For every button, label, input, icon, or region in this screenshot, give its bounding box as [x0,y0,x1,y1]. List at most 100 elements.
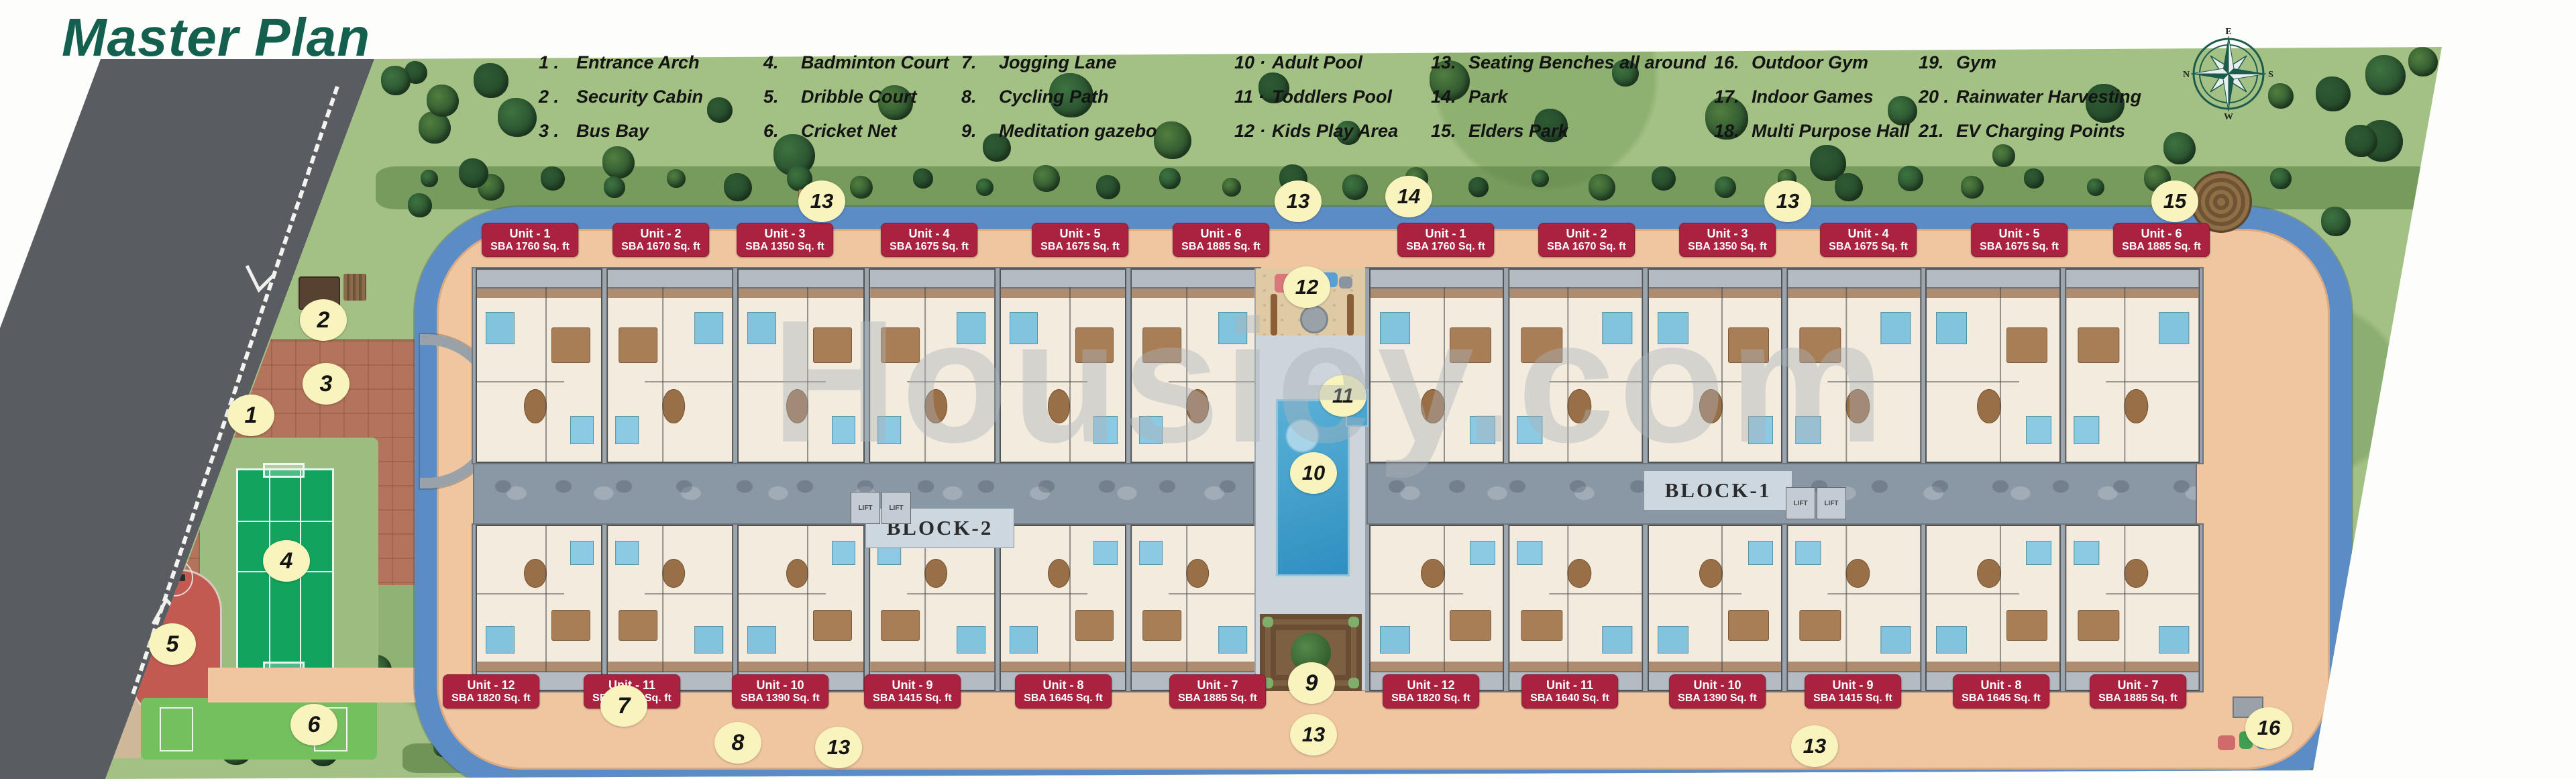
legend-item-number: 15. [1431,121,1456,141]
apartment-unit [2064,268,2200,463]
legend-item-number: 16. [1714,52,1739,72]
cricket-net-frame [160,707,193,751]
tree-icon [2345,125,2377,157]
tree-icon [1468,177,1489,197]
legend-item-label: Jogging Lane [999,52,1117,72]
unit-number: Unit - 4 [908,227,950,240]
legend-item: 14.Park [1431,87,1508,107]
tree-icon [1033,165,1060,192]
apartment-unit [606,525,734,691]
legend-item: 12 ·Kids Play Area [1234,121,1398,142]
tree-icon [850,176,873,199]
tree-icon [1336,121,1360,145]
map-marker-9: 9 [1288,662,1335,704]
swing [1347,294,1354,335]
map-marker-2: 2 [300,299,347,341]
unit-sba: SBA 1885 Sq. ft [2098,692,2178,704]
apartment-unit [1647,525,1782,691]
map-marker-1: 1 [227,395,274,436]
legend-item: 13. Seating Benches all around [1431,52,1706,73]
tree-icon [541,166,565,191]
legend-item-label: Seating Benches all around [1468,52,1707,72]
legend-item: 6.Cricket Net [763,121,897,142]
map-marker-11: 11 [1320,375,1366,417]
legend-item: 16. Outdoor Gym [1714,52,1868,73]
legend-item-number: 11 · [1234,87,1265,107]
apartment-unit [999,268,1126,463]
map-marker-4: 4 [263,540,310,582]
shrub [1348,617,1359,627]
tree-icon [1715,176,1736,198]
lift-room: LIFT [881,492,911,524]
tree-icon [1835,173,1863,201]
tree-icon [1430,60,1470,101]
tree-icon [1992,144,2015,167]
legend-item-label: Park [1468,87,1508,107]
map-marker-8: 8 [714,722,761,764]
tree-icon [1154,121,1191,159]
legend-item-label: Multi Purpose Hall [1752,121,1910,141]
apartment-unit [1130,268,1257,463]
apartment-unit [476,268,603,463]
tree-icon [2268,83,2294,109]
unit-sba: SBA 1885 Sq. ft [1181,240,1260,252]
tree-icon [459,158,488,188]
legend-item: 8.Cycling Path [961,87,1109,107]
apartment-unit [1925,268,2061,463]
legend-item: 17.Indoor Games [1714,87,1874,107]
legend-item: 19.Gym [1919,52,1996,73]
tree-icon [724,173,752,201]
court-goal-top [263,463,305,478]
unit-number: Unit - 12 [1407,678,1455,692]
legend-item-number: 17. [1714,87,1739,107]
compass-rose-icon: E S W N [2182,27,2275,122]
map-marker-3: 3 [303,363,350,405]
lift-room: LIFT [851,492,880,524]
apartment-unit [1369,525,1505,691]
legend-item-label: Outdoor Gym [1752,52,1868,72]
unit-sba: SBA 1415 Sq. ft [1813,692,1892,704]
legend-item-number: 10 · [1234,52,1266,72]
tree-icon [1532,170,1549,187]
legend-item-number: 9. [961,121,977,141]
tree-icon [1049,73,1093,117]
unit-number: Unit - 2 [640,227,682,240]
tree-icon [381,66,411,95]
svg-text:E: E [2225,27,2231,37]
legend-item-number: 8. [961,87,977,107]
map-marker-14: 14 [1385,176,1432,217]
apartment-unit [999,525,1126,691]
tree-icon [1589,174,1615,201]
legend-item-label: Badminton Court [801,52,949,72]
tree-icon [408,193,432,217]
elders-park-gazebo [2192,173,2250,231]
map-marker-6: 6 [290,704,337,745]
legend-item-label: Toddlers Pool [1272,87,1393,107]
unit-sba: SBA 1390 Sq. ft [1678,692,1757,704]
legend-item-label: Cricket Net [801,121,897,141]
apartment-unit [737,525,865,691]
unit-sba: SBA 1760 Sq. ft [490,240,570,252]
unit-number: Unit - 10 [756,678,804,692]
tree-icon [1258,72,1289,103]
unit-sba: SBA 1350 Sq. ft [1688,240,1767,252]
legend-item: 9.Meditation gazebo [961,121,1157,142]
play-equipment [1339,276,1352,289]
apartment-unit [1786,525,1922,691]
legend-item-number: 13. [1431,52,1456,72]
unit-sba: SBA 1675 Sq. ft [1829,240,1908,252]
tree-icon [427,85,459,117]
tree-icon [1612,60,1639,87]
tree-icon [2086,84,2125,123]
apartment-unit [1647,268,1782,463]
legend-item: 10 ·Adult Pool [1234,52,1362,73]
